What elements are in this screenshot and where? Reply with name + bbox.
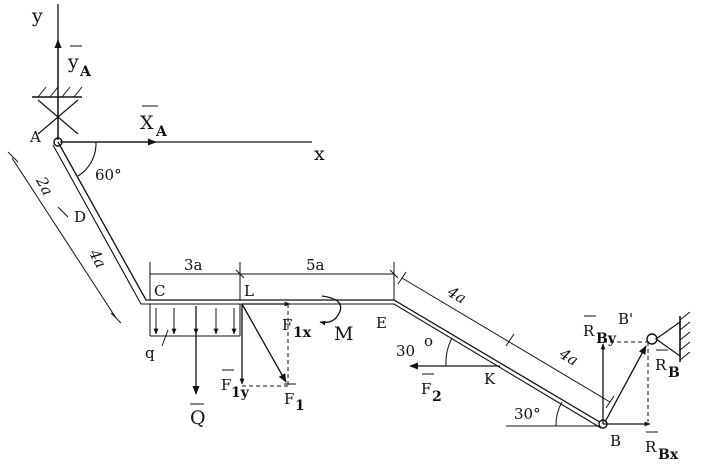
angle-b: 30° (506, 401, 600, 427)
force-ya-base: y (67, 51, 79, 73)
dim-ek-label: 4a (443, 282, 469, 307)
dimension-cle: 3a 5a (149, 256, 399, 300)
x-axis: x (58, 141, 325, 165)
force-f2: 30 o F 2 (396, 332, 500, 405)
force-f1y-base: F (221, 376, 231, 394)
force-f2-base: F (421, 380, 431, 398)
rod-support (646, 311, 691, 362)
angle-a-label: 60° (95, 166, 122, 184)
point-a-label: A (29, 128, 41, 146)
y-axis: y (31, 4, 59, 142)
force-ya-sub: A (79, 64, 92, 80)
moment-m: M (319, 295, 353, 345)
force-f1: F 1x F 1y F 1 (221, 301, 312, 414)
force-xa-sub: A (155, 124, 168, 140)
point-b-label: B (610, 432, 621, 450)
force-rb-base: R (655, 356, 667, 374)
dim-cl-label: 3a (184, 256, 203, 274)
point-l-label: L (244, 282, 254, 300)
angle-k-label: 30 (396, 342, 415, 360)
point-e-label: E (376, 314, 387, 332)
force-f1-base: F (284, 390, 294, 408)
force-q: Q (190, 306, 206, 429)
force-rby-sub: By (596, 331, 617, 347)
angle-arc-a (77, 141, 97, 177)
force-rb: R By R B R Bx (583, 315, 680, 463)
force-xa-base: X (140, 112, 154, 134)
distributed-load-q: q (145, 304, 241, 362)
x-axis-label: x (314, 143, 325, 165)
point-c-label: C (154, 282, 165, 300)
dim-dc-label: 4a (85, 245, 110, 271)
force-rby-base: R (583, 322, 595, 340)
force-rbx-sub: Bx (658, 447, 679, 463)
dim-kb-label: 4a (555, 344, 581, 369)
point-b-prime-label: B' (618, 310, 633, 328)
force-f1-sub: 1 (295, 398, 305, 414)
moment-m-label: M (334, 323, 353, 345)
force-ya: y A (54, 39, 92, 140)
force-f1y-sub: 1y (231, 385, 250, 401)
force-rbx-base: R (645, 438, 657, 456)
force-rb-sub: B (668, 365, 680, 381)
point-k-label: K (484, 370, 496, 388)
force-xa: X A (60, 105, 168, 146)
force-f1x-sub: 1x (293, 325, 312, 341)
point-d-label: D (74, 208, 86, 226)
angle-b-label: 30° (514, 405, 541, 423)
frame (52, 141, 608, 429)
force-f1x-base: F (282, 316, 292, 334)
force-q-label: Q (190, 407, 206, 429)
dim-le-label: 5a (306, 256, 325, 274)
angle-k-degree: o (424, 332, 433, 350)
load-q-label: q (145, 344, 155, 362)
force-f2-sub: 2 (432, 389, 442, 405)
y-axis-label: y (31, 5, 43, 27)
